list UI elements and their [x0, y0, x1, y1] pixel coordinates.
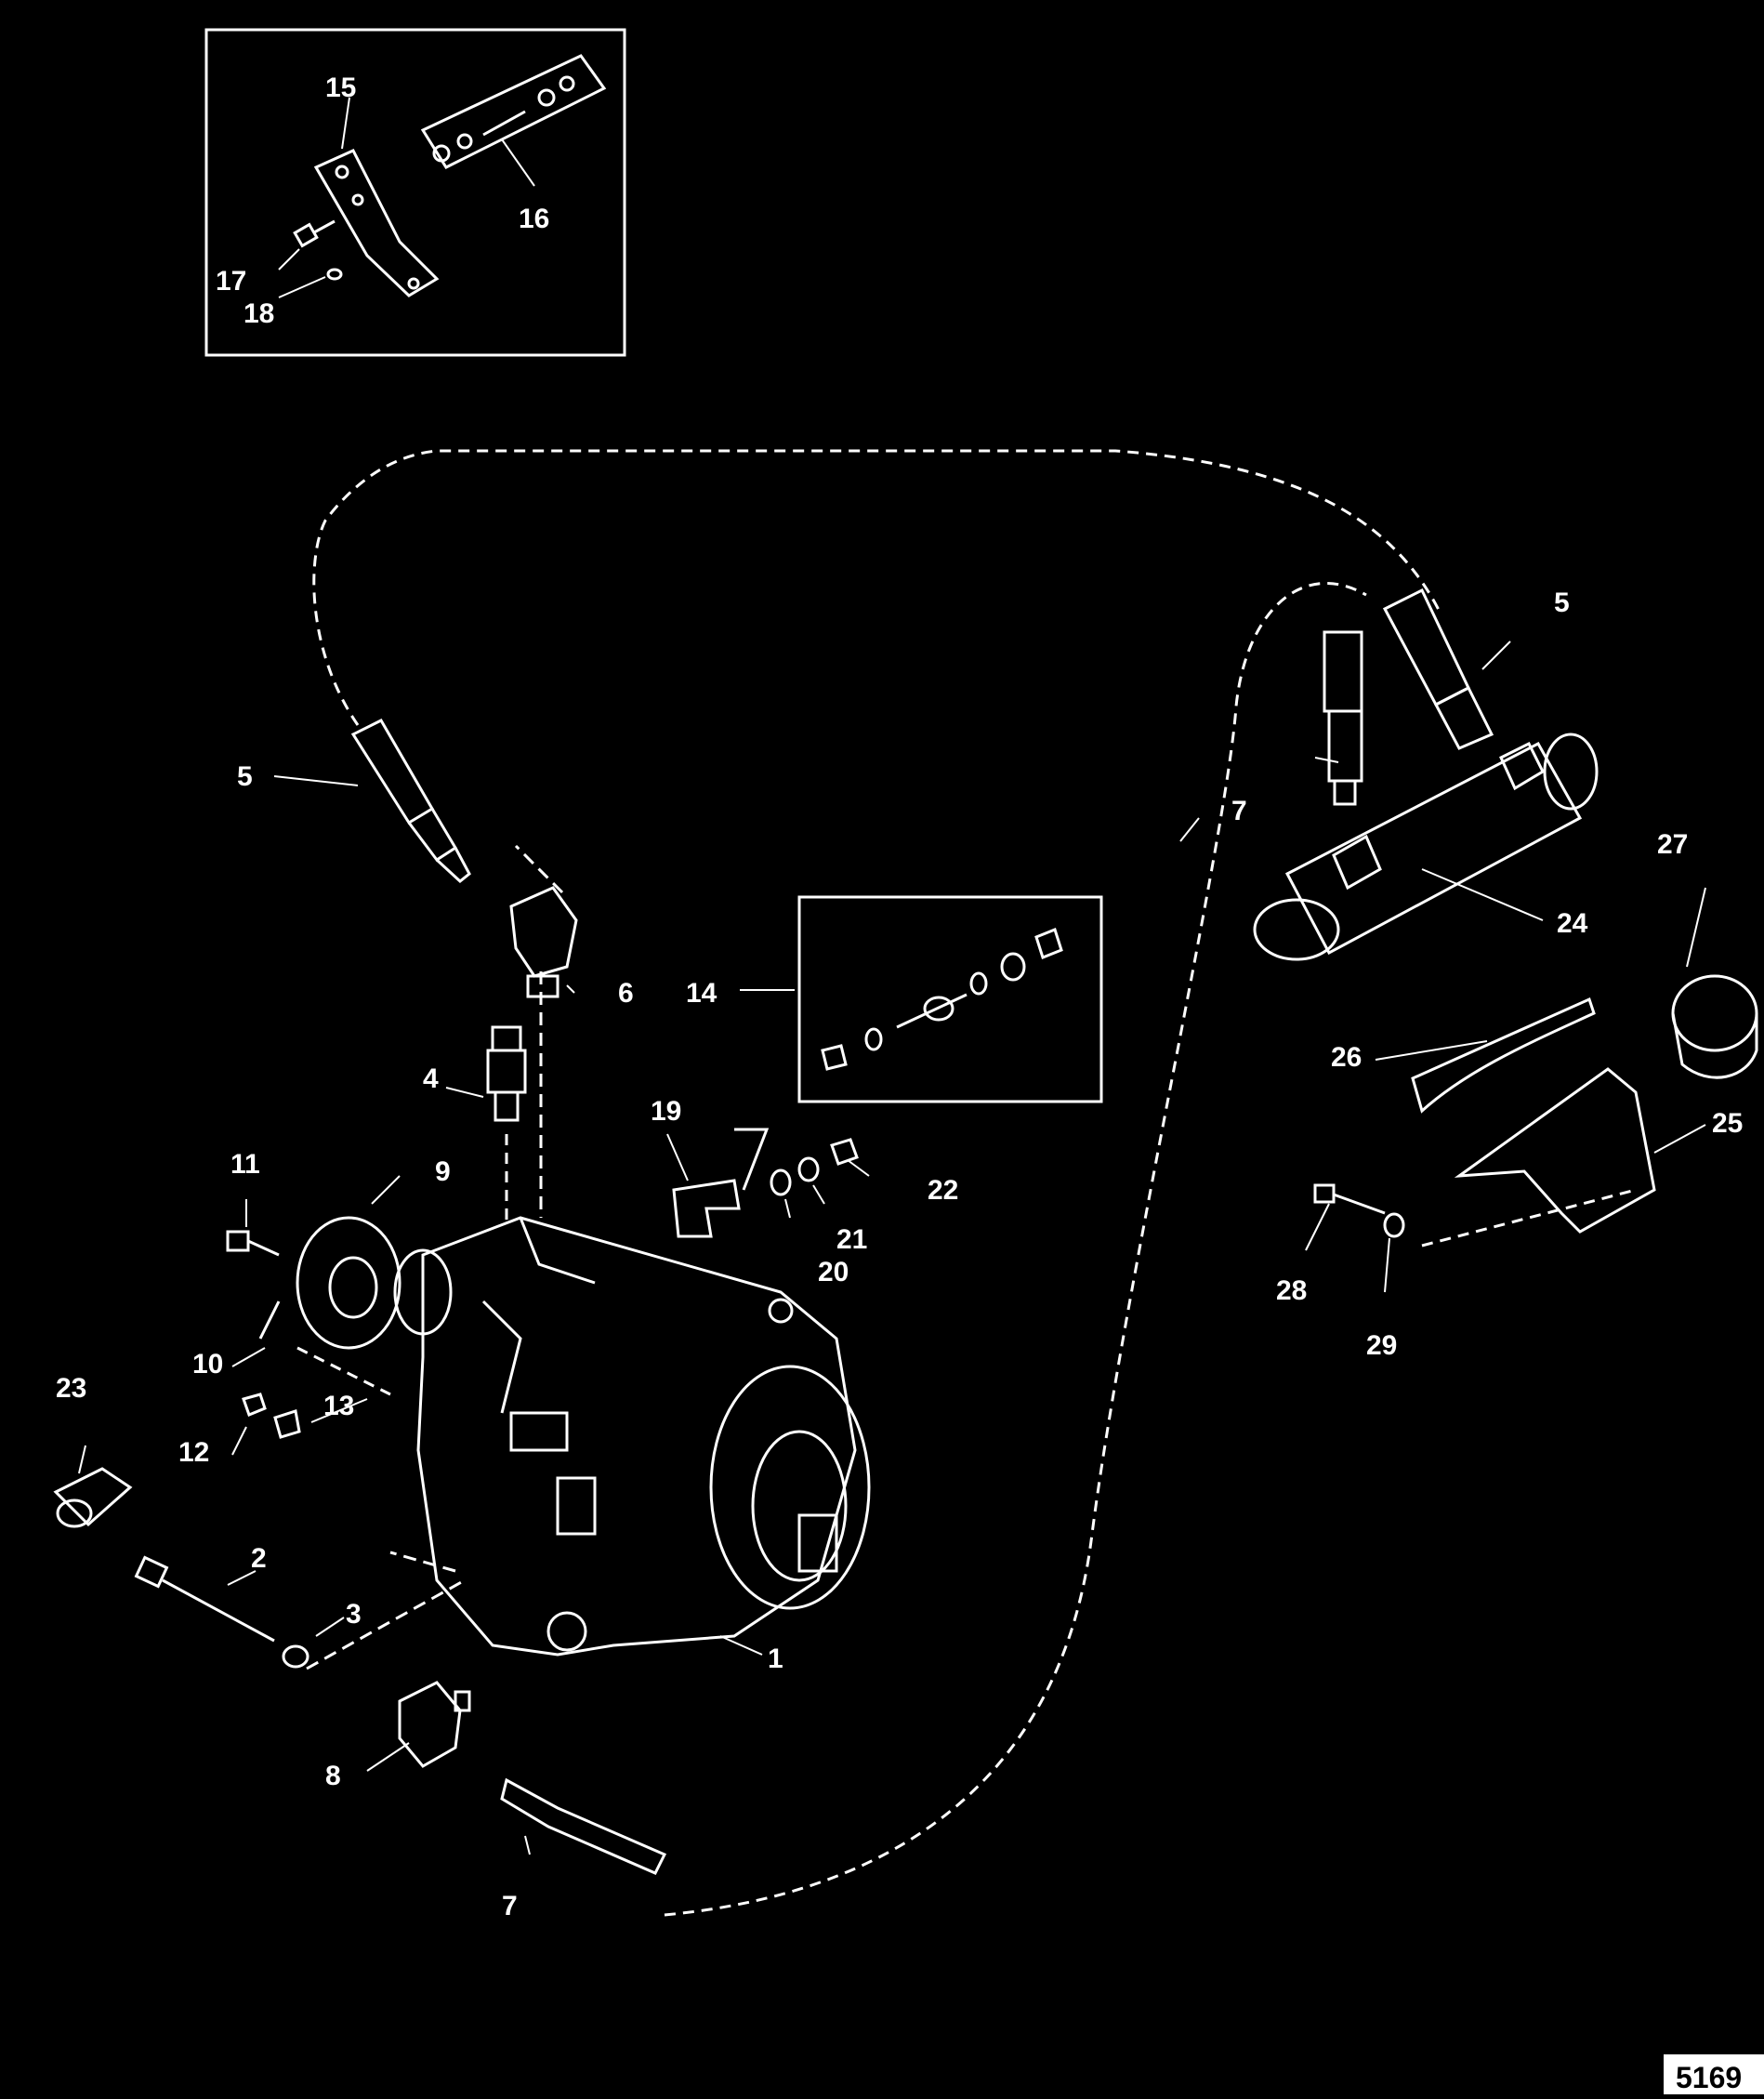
callout-11: 11: [230, 1149, 260, 1180]
callout-7-lower: 7: [502, 1891, 518, 1921]
tee-fitting-24: [1253, 733, 1599, 961]
adapter-9: [296, 1216, 453, 1350]
alignment-line-3: [306, 1578, 466, 1670]
callout-22: 22: [928, 1175, 958, 1206]
callout-19: 19: [651, 1096, 681, 1127]
inset-box-14: [797, 895, 1103, 1103]
bolt-17: [293, 219, 336, 248]
callout-21: 21: [836, 1224, 867, 1255]
sensor-5-upper: [1382, 587, 1494, 750]
nut-13: [273, 1409, 301, 1439]
callout-12: 12: [178, 1437, 209, 1468]
callout-23: 23: [56, 1373, 86, 1404]
leader-lines: [78, 97, 1706, 1855]
callout-26: 26: [1331, 1042, 1362, 1073]
shield-26: [1411, 997, 1596, 1114]
hose-route-long: [312, 449, 1442, 726]
callout-28: 28: [1276, 1275, 1307, 1306]
callout-5-left: 5: [237, 761, 253, 792]
callout-7-upper: 7: [1231, 796, 1247, 826]
callout-5-upper: 5: [1554, 587, 1570, 618]
clamp-27: [1671, 974, 1758, 1079]
alignment-line-23: [514, 844, 564, 894]
washer-3: [282, 1644, 309, 1669]
bracket-19: [672, 1128, 770, 1238]
callout-29: 29: [1366, 1330, 1397, 1361]
callout-3: 3: [346, 1599, 362, 1630]
sensor-5-left: [350, 719, 471, 883]
callout-15: 15: [325, 73, 356, 103]
figure-number: 5169: [1676, 2061, 1742, 2094]
nut-22: [830, 1138, 859, 1166]
callout-18: 18: [244, 298, 274, 329]
callout-1: 1: [768, 1644, 783, 1674]
elbow-6: [509, 886, 578, 998]
washer-18: [326, 268, 343, 281]
plug-23: [53, 1467, 133, 1528]
washer-21: [797, 1156, 820, 1182]
callout-24: 24: [1557, 908, 1588, 939]
plate-16: [420, 54, 607, 169]
callout-10: 10: [192, 1349, 223, 1380]
callout-6: 6: [618, 978, 634, 1009]
callout-27: 27: [1657, 829, 1688, 860]
callout-13: 13: [323, 1391, 354, 1421]
shield-25: [1454, 1067, 1656, 1234]
callout-17: 17: [216, 266, 246, 297]
sensor-7-upper: [1323, 630, 1363, 806]
washer-20: [770, 1168, 792, 1196]
callout-20: 20: [818, 1257, 849, 1287]
fitting-8: [398, 1681, 471, 1768]
callout-4: 4: [423, 1063, 439, 1094]
callout-9: 9: [435, 1156, 451, 1187]
inset-box-15-18: [204, 28, 626, 357]
callout-2: 2: [251, 1543, 267, 1574]
nut-12: [242, 1393, 267, 1417]
callout-16: 16: [519, 204, 549, 234]
callout-8: 8: [325, 1761, 341, 1791]
stud-10: [258, 1300, 281, 1340]
sensor-7-lower: [500, 1777, 667, 1875]
bolt-11: [226, 1230, 280, 1257]
alignment-line-8: [389, 1551, 456, 1573]
hose-route-return: [664, 582, 1367, 1917]
screw-28: [1313, 1183, 1386, 1215]
bracket-15: [313, 149, 440, 297]
bolt-2: [134, 1555, 275, 1643]
callout-25: 25: [1712, 1108, 1743, 1139]
washer-29: [1383, 1212, 1405, 1238]
transmission-body-1: [416, 1216, 871, 1657]
callout-14: 14: [686, 978, 717, 1009]
hardware-kit-14: [821, 928, 1063, 1071]
sender-4: [486, 1025, 527, 1122]
